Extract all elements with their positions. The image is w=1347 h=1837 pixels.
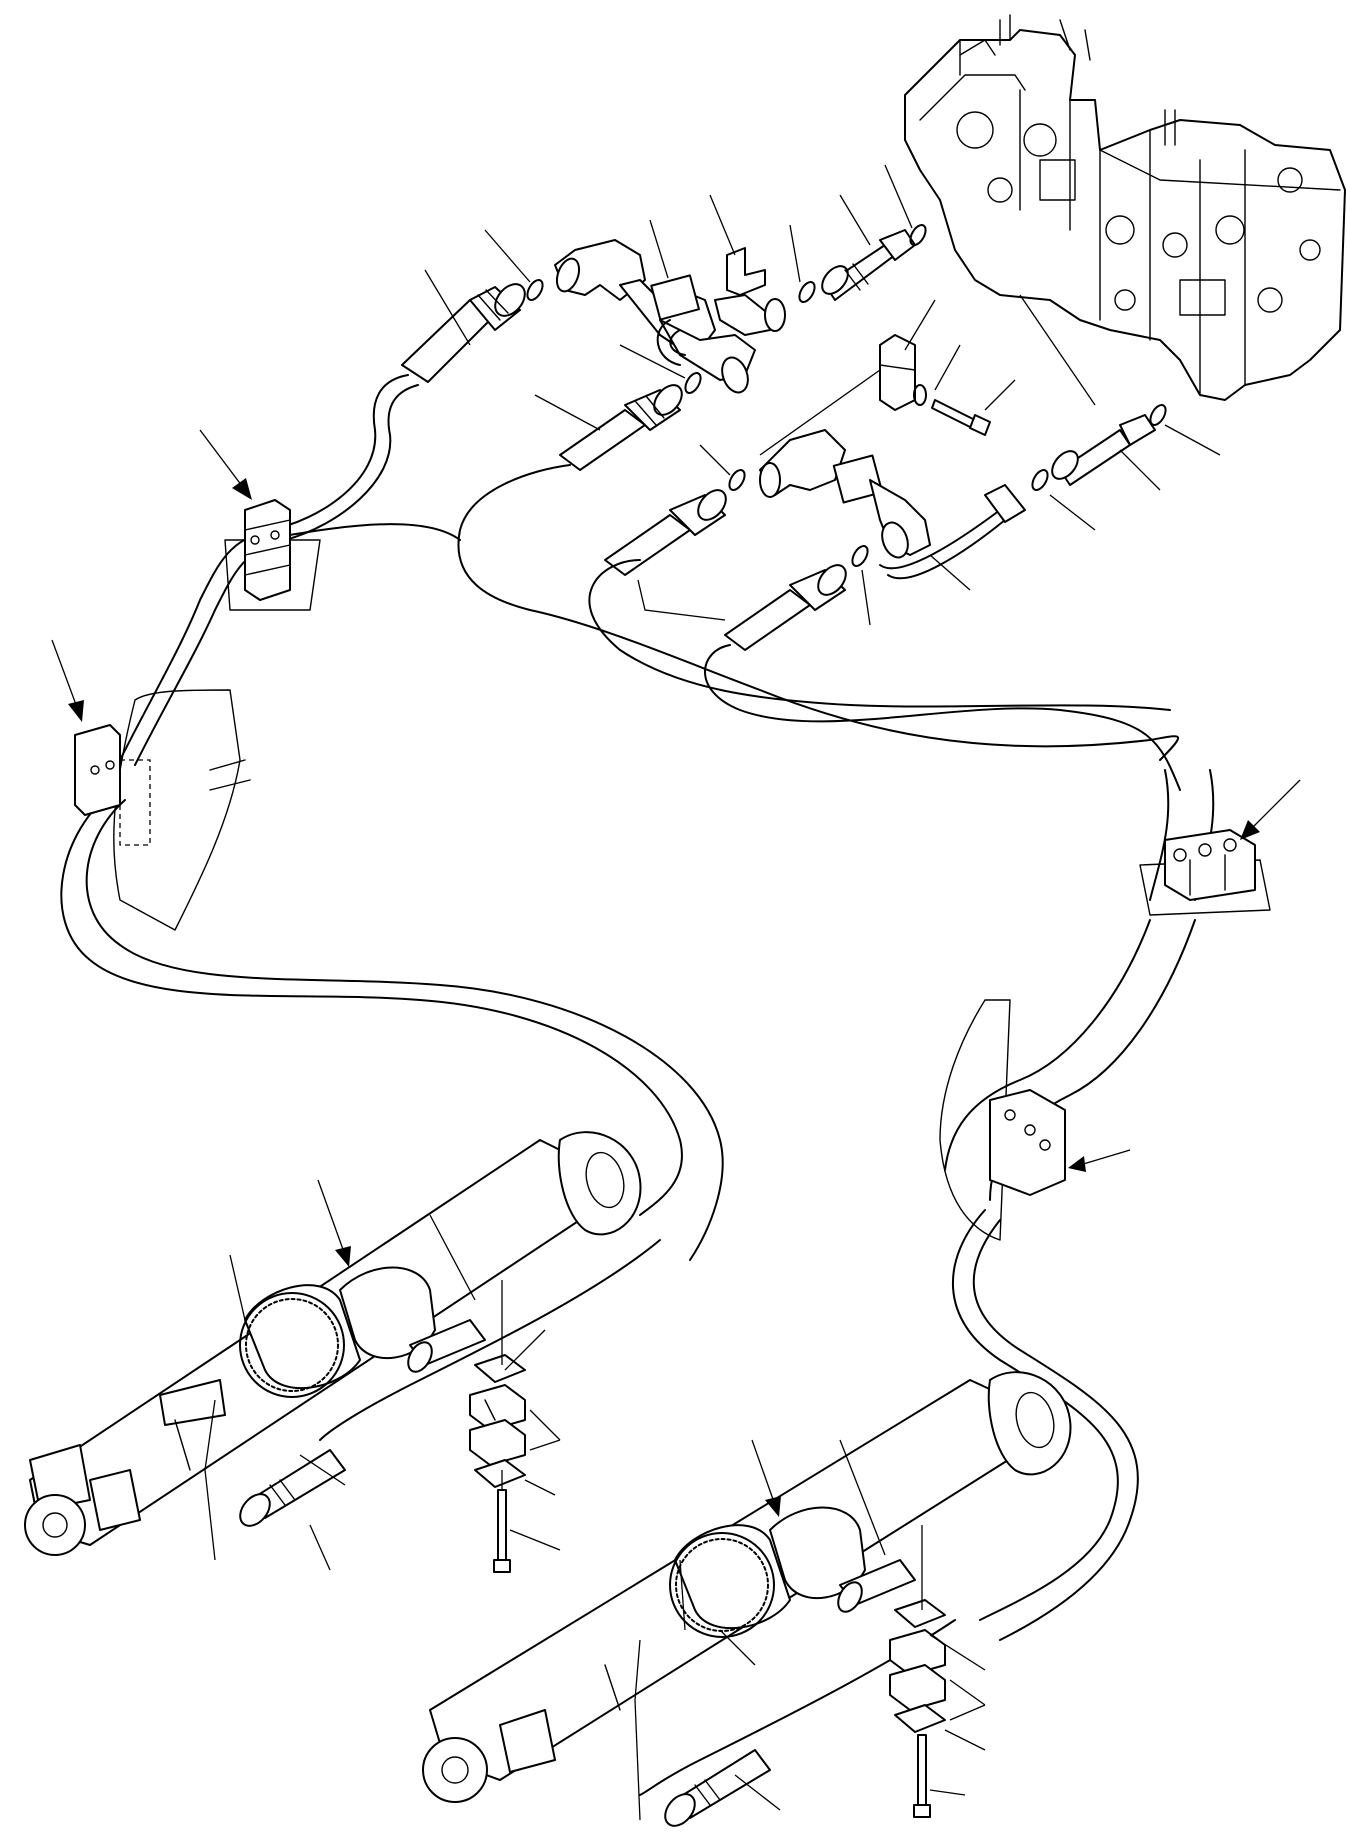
o-ring-3 — [798, 281, 816, 303]
hose-bracket-upper-left — [224, 499, 321, 611]
right-cylinder-lower-hose-end — [664, 1749, 771, 1827]
left-clamp-bolt — [493, 1489, 511, 1573]
o-ring-7 — [1031, 469, 1049, 491]
clamp-block-small — [879, 334, 916, 411]
washer — [913, 384, 927, 406]
hose-fitting-upper-1 — [401, 283, 526, 383]
u-bend-pipe — [656, 319, 686, 366]
right-lower-clamp — [889, 1664, 946, 1733]
lower-right-cylinder — [422, 1371, 1072, 1803]
o-ring-2 — [684, 372, 702, 394]
hose-bracket-left — [74, 689, 251, 931]
o-ring-5 — [728, 469, 746, 491]
right-clamp-bolt — [913, 1734, 931, 1818]
left-upper-clamp — [469, 1354, 526, 1431]
hose-bracket-right-lower — [939, 999, 1066, 1241]
clip-bracket — [726, 247, 766, 296]
hose-lines — [60, 374, 1215, 1796]
left-lower-clamp — [469, 1419, 526, 1488]
o-ring-6 — [851, 545, 869, 567]
left-cylinder-lower-hose-end — [239, 1449, 346, 1527]
adapter-fitting-lower — [1051, 414, 1156, 486]
o-ring-1 — [526, 279, 544, 301]
right-upper-clamp — [889, 1599, 946, 1676]
elbow-tee-assembly — [554, 239, 786, 394]
adapter-fitting-upper — [821, 229, 916, 301]
upper-left-cylinder — [24, 1131, 642, 1556]
hose-fitting-upper-2 — [559, 384, 683, 471]
bolt — [931, 399, 991, 436]
hose-fitting-lower-2 — [724, 564, 847, 651]
control-valve-block — [904, 14, 1346, 401]
leader-lines — [204, 164, 1221, 1821]
arrow-indicators — [51, 429, 1301, 1517]
o-ring-4 — [909, 224, 927, 246]
lower-pipe-nut — [984, 484, 1026, 523]
hose-fitting-lower-1 — [604, 489, 727, 576]
o-ring-8 — [1149, 404, 1167, 426]
hose-bracket-right-upper — [1139, 829, 1271, 916]
lower-elbow-tee — [759, 429, 931, 559]
